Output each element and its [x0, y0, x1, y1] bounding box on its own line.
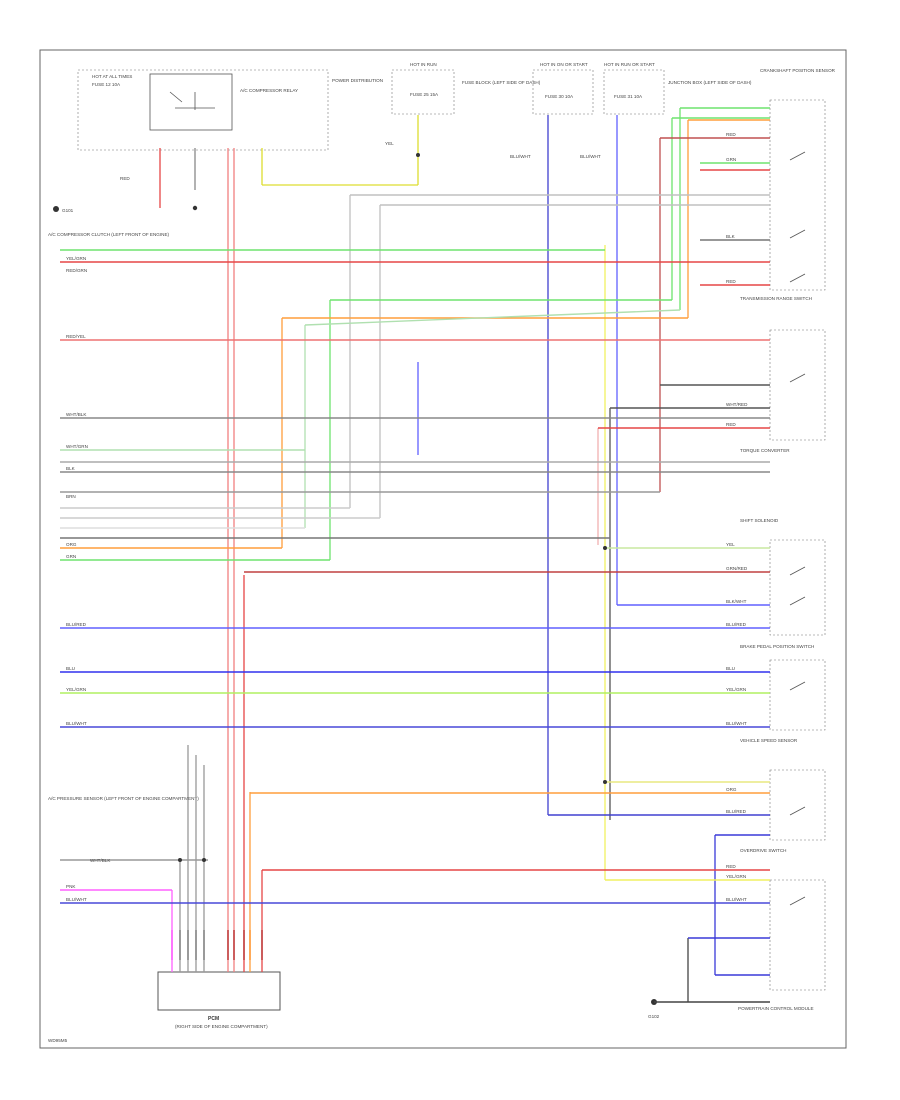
wire-label-22: BLU/WHT	[726, 721, 747, 726]
wire-label-17: GRN/RED	[726, 566, 748, 571]
brake-switch-label: BRAKE PEDAL POSITION SWITCH	[740, 644, 814, 649]
footer-code: WD95M5	[48, 1038, 68, 1043]
ground-label-left: G101	[62, 208, 74, 213]
overdrive-box	[769, 769, 826, 841]
fuse-31-box	[603, 69, 665, 115]
overdrive-label: OVERDRIVE SWITCH	[740, 848, 786, 853]
wire-label-2: RED/GRN	[66, 268, 87, 273]
wire-label-33: RED	[726, 422, 736, 427]
hot-in-run-start-label: HOT IN RUN OR START	[604, 62, 655, 67]
ground-symbol-left	[53, 206, 59, 212]
power-dist-box	[77, 69, 329, 151]
wire-label-38: WHT/BLK	[90, 858, 111, 863]
wire-label-10: BLU/RED	[66, 622, 87, 627]
wire-label-7: BRN	[66, 494, 76, 499]
wire-label-28: RED	[726, 132, 736, 137]
wire-label-34: BLU/WHT	[510, 154, 531, 159]
hot-in-start-label: HOT IN ON OR START	[540, 62, 588, 67]
wire-labels: YEL/GRN RED/GRN RED/YEL WHT/BLK WHT/GRN …	[66, 132, 748, 902]
junction-box-label: JUNCTION BOX (LEFT SIDE OF DASH)	[668, 80, 752, 85]
vss-label: VEHICLE SPEED SENSOR	[740, 738, 798, 743]
tcc-label: TORQUE CONVERTER	[740, 448, 790, 453]
wire-label-30: BLK	[726, 234, 736, 239]
wire-label-31: RED	[726, 279, 736, 284]
wire-label-15: BLU/WHT	[66, 897, 87, 902]
fuse-30-label: FUSE 30 10A	[545, 94, 574, 99]
switch-symbols	[789, 151, 806, 906]
wire-label-35: BLU/WHT	[580, 154, 601, 159]
ac-pressure-label: A/C PRESSURE SENSOR (LEFT FRONT OF ENGIN…	[48, 796, 199, 801]
wire-label-12: YEL/GRN	[66, 687, 86, 692]
pcm-name: PCM	[208, 1016, 219, 1022]
wire-label-14: PNK	[66, 884, 76, 889]
hot-at-all-times-label: HOT AT ALL TIMES	[92, 74, 132, 79]
splice-dots	[178, 153, 607, 862]
crank-sensor-box	[769, 99, 826, 291]
wire-label-3: RED/YEL	[66, 334, 86, 339]
relay-contact	[169, 91, 215, 110]
right-lower-box	[769, 879, 826, 991]
wire-label-25: RED	[726, 864, 736, 869]
wire-label-32: WHT/RED	[726, 402, 748, 407]
fuse-30-box	[532, 69, 594, 115]
wire-label-36: YEL	[385, 141, 394, 146]
wire-label-18: BLK/WHT	[726, 599, 747, 604]
wire-label-29: GRN	[726, 157, 736, 162]
pcm-right-label: POWERTRAIN CONTROL MODULE	[738, 1006, 814, 1011]
trans-range-label: TRANSMISSION RANGE SWITCH	[740, 296, 812, 301]
fuse-block-label: FUSE BLOCK (LEFT SIDE OF DASH)	[462, 80, 541, 85]
fuse-25-box	[391, 69, 455, 115]
diagram-border	[39, 49, 847, 1049]
wire-label-6: BLK	[66, 466, 76, 471]
vertical-wires	[159, 108, 716, 1002]
wire-label-1: YEL/GRN	[66, 256, 86, 261]
power-dist-label: POWER DISTRIBUTION	[332, 78, 383, 83]
ground-label-right: G102	[648, 1014, 660, 1019]
wire-label-20: BLU	[726, 666, 735, 671]
wire-label-23: ORG	[726, 787, 737, 792]
fuse-25-label: FUSE 25 15A	[410, 92, 439, 97]
ac-relay-label: A/C COMPRESSOR RELAY	[240, 88, 298, 93]
ac-relay-box	[149, 73, 233, 131]
vss-box	[769, 659, 826, 731]
hot-in-run-label: HOT IN RUN	[410, 62, 437, 67]
fuse-12-label: FUSE 12 10A	[92, 82, 121, 87]
wire-label-24: BLU/RED	[726, 809, 747, 814]
pcm-box	[157, 971, 281, 1011]
pcm-pins	[171, 930, 263, 960]
horizontal-wires	[60, 107, 770, 1003]
shift-sol-label: SHIFT SOLENOID	[740, 518, 779, 523]
crank-sensor-label: CRANKSHAFT POSITION SENSOR	[760, 68, 836, 73]
wire-label-19: BLU/RED	[726, 622, 747, 627]
wire-label-37: RED	[120, 176, 130, 181]
pcm-location: (RIGHT SIDE OF ENGINE COMPARTMENT)	[175, 1024, 268, 1029]
fuse-31-label: FUSE 31 10A	[614, 94, 643, 99]
wire-label-11: BLU	[66, 666, 75, 671]
wire-label-9: GRN	[66, 554, 76, 559]
wire-label-4: WHT/BLK	[66, 412, 87, 417]
trans-range-box	[769, 329, 826, 441]
brake-switch-box	[769, 539, 826, 636]
wire-label-16: YEL	[726, 542, 735, 547]
wire-label-21: YEL/GRN	[726, 687, 746, 692]
wire-label-8: ORG	[66, 542, 77, 547]
wire-label-5: WHT/GRN	[66, 444, 88, 449]
wire-label-26: YEL/GRN	[726, 874, 746, 879]
wire-label-13: BLU/WHT	[66, 721, 87, 726]
ac-comp-clutch-label: A/C COMPRESSOR CLUTCH (LEFT FRONT OF ENG…	[48, 232, 170, 237]
wire-label-27: BLU/WHT	[726, 897, 747, 902]
